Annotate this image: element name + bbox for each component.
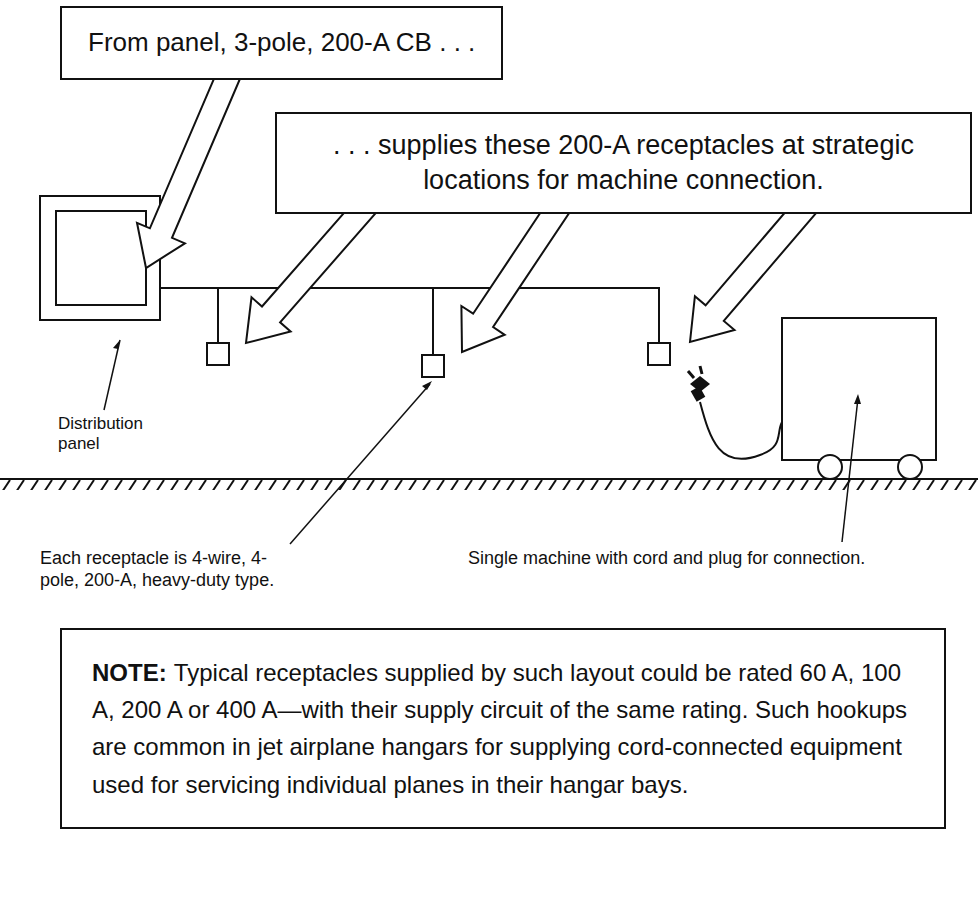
text-block: . . . supplies these 200-A receptacles a…: [297, 128, 950, 198]
receptacle: [207, 343, 229, 365]
callout-arrow: [137, 55, 246, 268]
leader-line: [290, 384, 430, 544]
panel-label: Distribution panel: [58, 414, 168, 455]
leader-head: [854, 394, 861, 404]
wheel: [818, 455, 842, 479]
callout-text: From panel, 3-pole, 200-A CB . . .: [88, 27, 475, 57]
note-heading: NOTE:: [92, 659, 167, 686]
feeder-wire: [160, 287, 660, 289]
drop-wire: [432, 288, 434, 355]
callout-box: From panel, 3-pole, 200-A CB . . .: [60, 6, 503, 80]
ground-hatch: [0, 479, 978, 490]
machine: [782, 318, 936, 460]
leader-line: [842, 398, 858, 542]
drop-wire: [658, 288, 660, 343]
drop-wire: [217, 288, 219, 343]
wheel: [898, 455, 922, 479]
receptacle: [422, 355, 444, 377]
note-box: NOTE:Typical receptacles supplied by suc…: [60, 628, 946, 829]
machine-label: Single machine with cord and plug for co…: [468, 548, 865, 570]
text-block: From panel, 3-pole, 200-A CB . . .: [88, 26, 475, 60]
callout-text: . . . supplies these 200-A receptacles a…: [333, 130, 914, 195]
panel-door: [56, 211, 146, 305]
plug: [688, 366, 710, 402]
receptacle-label: Each receptacle is 4-wire, 4-pole, 200-A…: [40, 548, 302, 591]
receptacle: [648, 343, 670, 365]
leader-line: [104, 340, 120, 410]
distribution-panel: [40, 196, 160, 320]
text-block: NOTE:Typical receptacles supplied by suc…: [92, 654, 914, 803]
callout-text: Typical receptacles supplied by such lay…: [92, 659, 907, 798]
leader-head: [113, 340, 120, 349]
leader-head: [422, 381, 432, 390]
callout-box: . . . supplies these 200-A receptacles a…: [275, 112, 972, 214]
cord: [700, 402, 790, 459]
